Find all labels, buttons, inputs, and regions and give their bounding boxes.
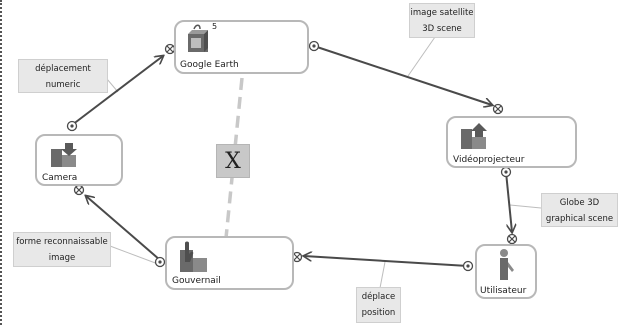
cross-connector-symbol: X (225, 148, 241, 174)
tag-deplacement-numeric: déplacement numeric (18, 59, 108, 93)
videoprojecteur-icon (461, 123, 487, 149)
gouvernail-label: Gouvernail (172, 276, 221, 286)
tag-image-satellite-line1: image satellite (410, 8, 474, 18)
tag-deplacement-line1: déplacement (35, 64, 91, 74)
wire-camera-googleearth (71, 56, 163, 126)
utilisateur-icon (500, 249, 514, 280)
tag-globe-3d: Globe 3D graphical scene (541, 193, 618, 227)
tag-image-satellite: image satellite 3D scene (409, 3, 475, 38)
utilisateur-label: Utilisateur (480, 286, 527, 296)
left-edge-dotted-line (0, 0, 3, 325)
cross-connector[interactable]: X (216, 144, 250, 178)
google-earth-icon (188, 24, 208, 52)
tag-globe-line1: Globe 3D (559, 198, 600, 208)
google-earth-label: Google Earth (180, 60, 239, 70)
tag-forme-reconnaissable: forme reconnaissable image (13, 232, 111, 267)
node-videoprojecteur[interactable]: Vidéoprojecteur (446, 116, 577, 168)
camera-label: Camera (42, 173, 78, 183)
tag-forme-line1: forme reconnaissable (16, 237, 108, 247)
google-earth-badge: 5 (212, 22, 218, 31)
videoprojecteur-label: Vidéoprojecteur (453, 155, 525, 165)
wire-utilisateur-gouvernail (304, 256, 469, 267)
tag-deplace-line1: déplace (361, 292, 396, 302)
tag-leaders (106, 36, 542, 289)
tag-globe-line2: graphical scene (545, 214, 614, 224)
wire-videoprojecteur-utilisateur (505, 171, 512, 232)
wire-googleearth-videoprojecteur (313, 45, 492, 105)
tag-deplace-position: déplace position (356, 287, 401, 323)
tag-forme-line2: image (48, 253, 76, 263)
node-google-earth[interactable]: 5 Google Earth (174, 20, 309, 74)
tag-image-satellite-line2: 3D scene (422, 24, 462, 34)
wire-gouvernail-camera (86, 196, 161, 261)
node-gouvernail[interactable]: Gouvernail (165, 236, 294, 290)
tag-deplace-line2: position (361, 308, 396, 318)
node-camera[interactable]: Camera (35, 134, 123, 186)
gouvernail-icon (180, 241, 207, 272)
node-utilisateur[interactable]: Utilisateur (475, 244, 537, 299)
camera-icon (51, 143, 77, 167)
tag-deplacement-line2: numeric (45, 80, 81, 90)
